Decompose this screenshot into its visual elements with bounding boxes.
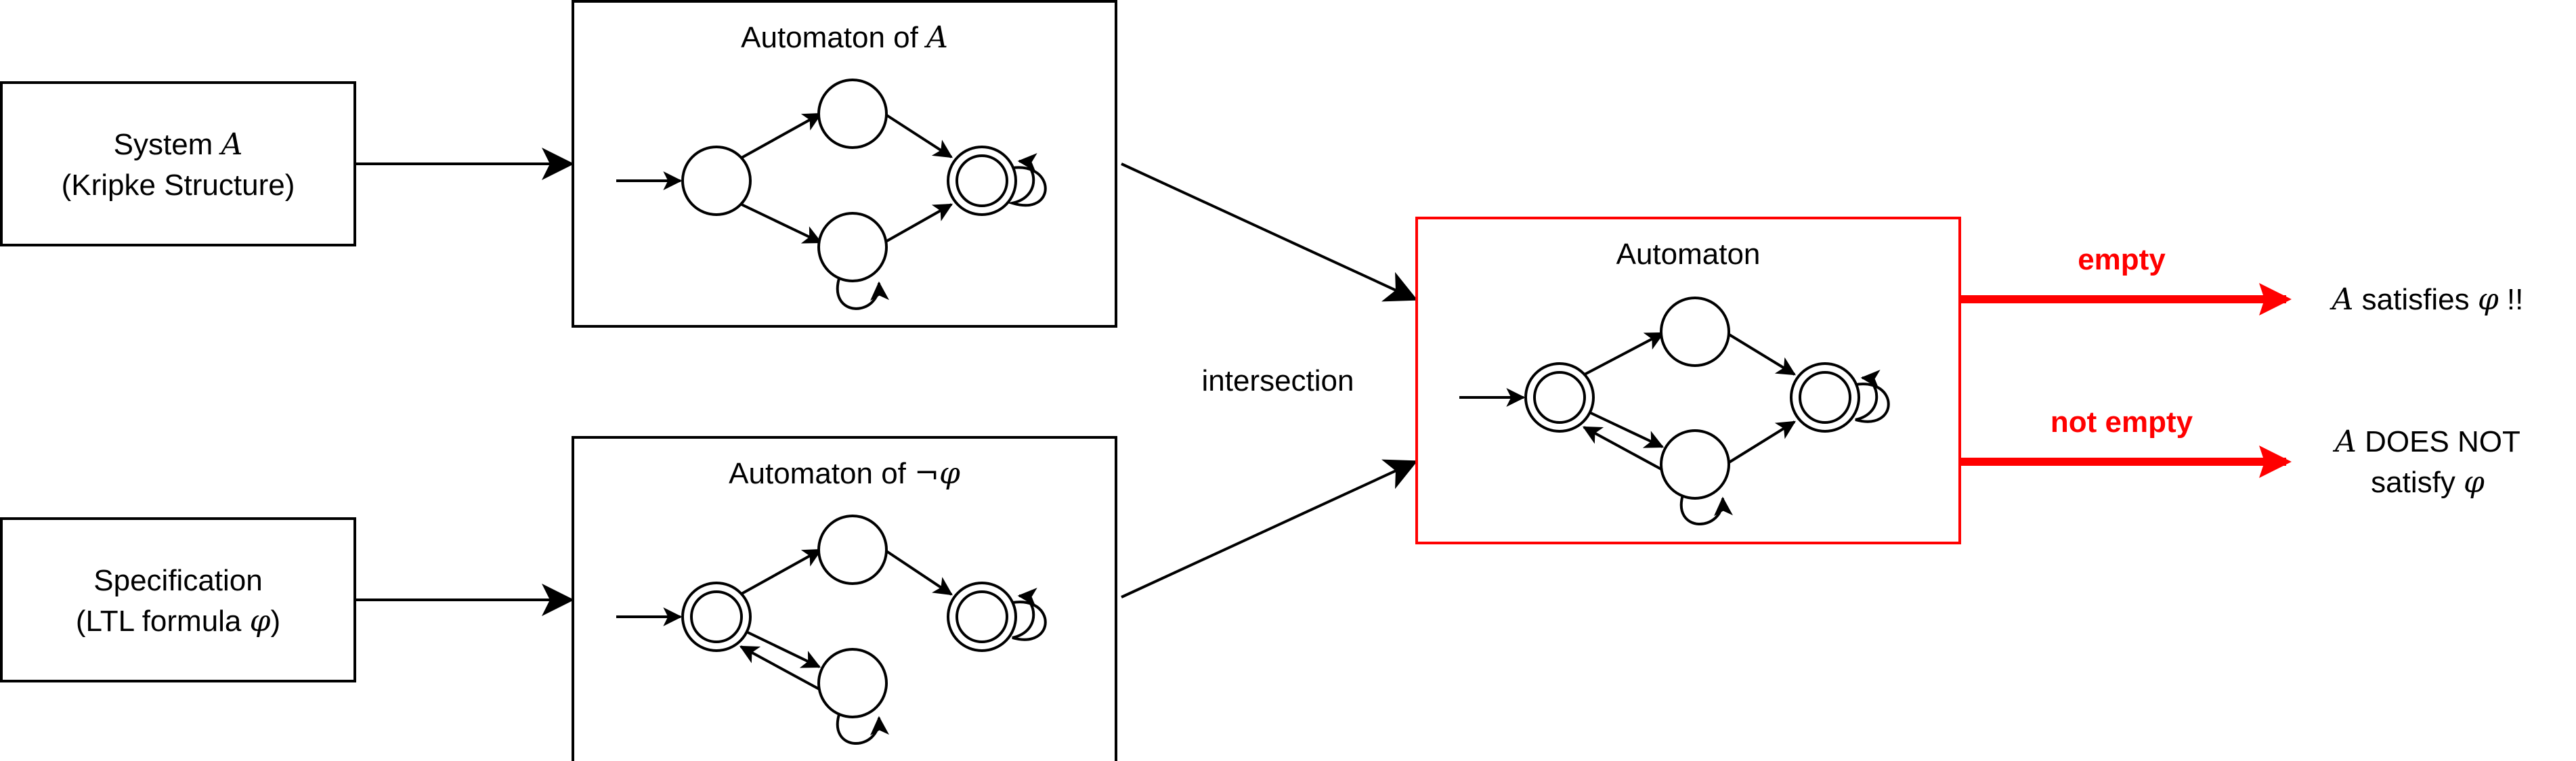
spec-box-title: Specification — [93, 564, 262, 597]
result-satisfies: A satisfies φ !! — [2330, 282, 2524, 317]
system-box-frame — [0, 81, 356, 246]
product-state — [1660, 297, 1730, 367]
product-edge — [1587, 410, 1665, 448]
product-edge — [1582, 426, 1663, 471]
product-state — [1660, 429, 1730, 500]
automaton-phi-initial-inner — [690, 590, 743, 643]
automaton-phi-to-product-arrow — [1121, 459, 1418, 599]
product-self-loop — [1680, 492, 1733, 525]
automaton-a-edge — [884, 203, 953, 244]
automaton-a-edge — [883, 112, 953, 158]
system-box: System A (Kripke Structure) — [0, 81, 356, 246]
automaton-a-to-product-arrow — [1121, 162, 1418, 302]
automaton-phi-title: Automaton of ¬φ — [729, 456, 960, 491]
automaton-a-title: Automaton of A — [741, 20, 948, 55]
automaton-phi-state — [817, 648, 888, 718]
automaton-a-state — [817, 79, 888, 149]
product-automaton-box: Automaton — [1415, 217, 1961, 544]
product-edge — [1584, 332, 1665, 376]
automaton-phi-edge — [739, 645, 820, 691]
automaton-phi-self-loop — [836, 712, 889, 745]
automaton-a-state — [681, 146, 752, 216]
not-empty-label: not empty — [2051, 406, 2193, 439]
automaton-phi-edge — [741, 548, 823, 595]
spec-box-frame — [0, 517, 356, 682]
spec-box: Specification (LTL formula φ) — [0, 517, 356, 682]
product-accepting-inner — [1799, 371, 1851, 424]
automaton-a-self-loop — [1007, 153, 1047, 207]
automaton-phi-state — [817, 515, 888, 585]
automaton-a-box: Automaton of A — [572, 0, 1117, 328]
automaton-a-accepting-inner — [956, 154, 1008, 207]
product-edge — [1725, 332, 1796, 376]
automaton-a-state — [817, 212, 888, 282]
system-box-subtitle: (Kripke Structure) — [62, 169, 295, 202]
automaton-phi-edge — [883, 548, 953, 596]
empty-label: empty — [2078, 243, 2166, 276]
automaton-phi-box: Automaton of ¬φ — [572, 436, 1117, 761]
automaton-a-edge — [741, 112, 823, 159]
automaton-a-self-loop — [836, 276, 889, 310]
intersection-label: intersection — [1201, 364, 1354, 397]
product-automaton-title: Automaton — [1616, 238, 1761, 271]
product-edge — [1725, 420, 1796, 465]
automaton-phi-accepting-inner — [956, 590, 1008, 643]
spec-box-subtitle: (LTL formula φ) — [76, 604, 280, 638]
product-self-loop — [1855, 370, 1890, 423]
automaton-phi-self-loop — [1012, 588, 1047, 641]
result-does-not-satisfy-line1: A DOES NOT — [2332, 425, 2520, 459]
system-box-title: System A — [114, 127, 243, 162]
automaton-a-edge — [741, 203, 823, 244]
automaton-phi-edge — [744, 630, 821, 668]
product-initial-inner — [1533, 371, 1586, 424]
result-does-not-satisfy-line2: satisfy φ — [2371, 465, 2485, 500]
